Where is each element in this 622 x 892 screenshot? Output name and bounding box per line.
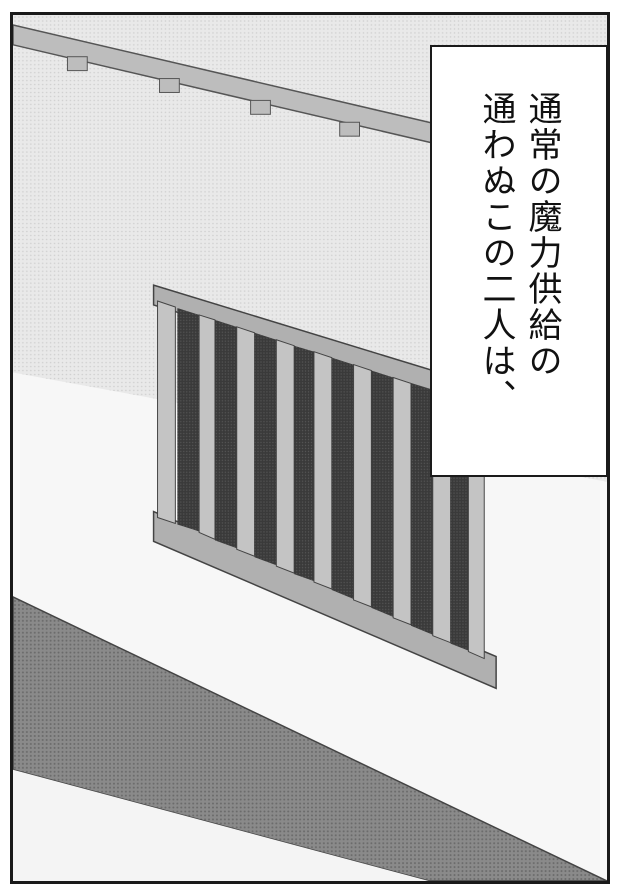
- caption-line-1: 通常の魔力供給の: [522, 91, 562, 379]
- rail-bracket: [339, 121, 360, 137]
- caption-box: 通常の魔力供給の 通わぬこの二人は、: [430, 45, 607, 477]
- rail-bracket: [250, 99, 271, 115]
- rail-bracket: [66, 56, 88, 72]
- manga-panel: 通常の魔力供給の 通わぬこの二人は、: [10, 12, 610, 884]
- caption-line-2: 通わぬこの二人は、: [476, 91, 516, 415]
- rail-bracket: [159, 78, 180, 93]
- caption-text: 通常の魔力供給の 通わぬこの二人は、: [473, 91, 565, 415]
- floor-path: [13, 596, 607, 881]
- wooden-fence: [152, 284, 497, 690]
